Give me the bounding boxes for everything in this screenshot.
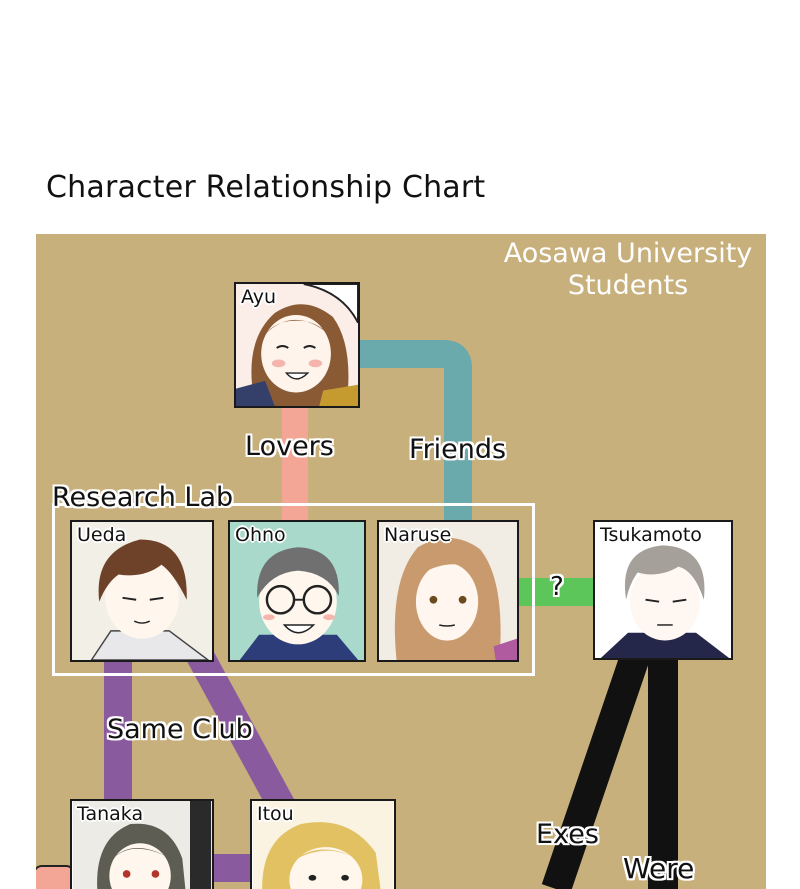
ohno-portrait-image [230, 522, 364, 660]
portrait-ueda[interactable]: Ueda [70, 520, 214, 662]
lovers-link [282, 404, 308, 522]
name-tanaka: Tanaka [77, 803, 144, 825]
naruse-portrait-image [379, 522, 517, 660]
exes-label: Exes [536, 819, 599, 850]
portrait-ohno[interactable]: Ohno [228, 520, 366, 662]
friends-link [358, 340, 472, 522]
name-ohno: Ohno [235, 524, 286, 546]
name-naruse: Naruse [384, 524, 452, 546]
same-club-link-tanaka [104, 658, 132, 808]
name-itou: Itou [257, 803, 294, 825]
research-lab-box [52, 503, 535, 676]
unknown-link [516, 578, 598, 606]
name-ueda: Ueda [77, 524, 127, 546]
portrait-tsukamoto[interactable]: Tsukamoto [593, 520, 733, 660]
name-ayu: Ayu [241, 286, 276, 308]
tanaka-itou-link [206, 854, 256, 882]
ueda-portrait-image [72, 522, 212, 660]
ayu-portrait-image [236, 284, 358, 406]
group-label: Aosawa University Students [490, 238, 766, 302]
research-lab-label: Research Lab [52, 482, 234, 513]
offscreen-link [36, 865, 75, 889]
portrait-naruse[interactable]: Naruse [377, 520, 519, 662]
itou-portrait-image [252, 801, 394, 889]
relationship-chart: Aosawa University Students Research Lab … [36, 234, 766, 889]
unknown-label: ? [550, 572, 564, 602]
same-club-link-itou [186, 647, 297, 817]
group-label-line1: Aosawa University [503, 238, 753, 269]
page-title: Character Relationship Chart [46, 170, 486, 205]
connector-lines [36, 340, 678, 889]
name-tsukamoto: Tsukamoto [600, 524, 702, 546]
were-label: Were [623, 852, 695, 885]
same-club-label: Same Club [107, 714, 253, 745]
group-label-line2: Students [567, 270, 689, 301]
were-link [648, 654, 678, 889]
tsukamoto-portrait-image [595, 522, 731, 658]
portrait-itou[interactable]: Itou [250, 799, 396, 889]
friends-label: Friends [409, 434, 507, 465]
tanaka-portrait-image [72, 801, 212, 889]
exes-link [541, 649, 651, 889]
portrait-ayu[interactable]: Ayu [234, 282, 360, 408]
portrait-tanaka[interactable]: Tanaka [70, 799, 214, 889]
lovers-label: Lovers [245, 431, 334, 462]
